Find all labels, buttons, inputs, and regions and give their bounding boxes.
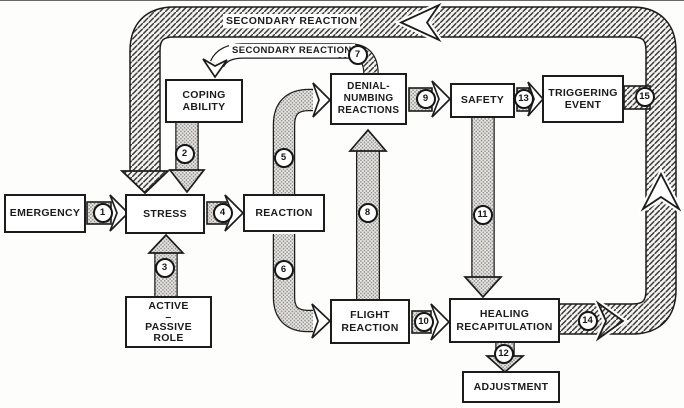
step-circle-10: 10 <box>413 311 434 332</box>
box-adjustment: ADJUSTMENT <box>462 371 560 403</box>
step-circle-8: 8 <box>357 202 378 223</box>
arrow-6-band-reaction-to-flight <box>272 234 332 339</box>
step-circle-1: 1 <box>92 202 113 223</box>
step-circle-2: 2 <box>174 143 195 164</box>
loop-arrowhead-into-stress <box>119 170 171 195</box>
step-circle-13: 13 <box>513 88 534 109</box>
step-circle-14: 14 <box>577 310 598 331</box>
box-healing-recapitulation: HEALING RECAPITULATION <box>449 298 560 343</box>
box-denial-numbing-reactions: DENIAL- NUMBING REACTIONS <box>330 73 407 125</box>
arrow-14-chevron-icon <box>590 294 629 348</box>
box-safety: SAFETY <box>450 83 515 118</box>
step-circle-5: 5 <box>273 147 294 168</box>
step-circle-6: 6 <box>273 259 294 280</box>
step-circle-4: 4 <box>212 202 233 223</box>
secondary-reaction-outer-label: SECONDARY REACTION <box>223 14 361 28</box>
box-stress: STRESS <box>125 194 205 234</box>
step-circle-9: 9 <box>415 88 436 109</box>
arrow-5-band-reaction-to-denial <box>272 82 332 194</box>
box-reaction: REACTION <box>243 194 325 232</box>
box-flight-reaction: FLIGHT REACTION <box>330 299 410 344</box>
box-emergency: EMERGENCY <box>4 194 86 233</box>
box-triggering-event: TRIGGERING EVENT <box>542 75 624 123</box>
step-circle-7: 7 <box>347 44 368 65</box>
step-circle-12: 12 <box>493 343 514 364</box>
box-coping-ability: COPING ABILITY <box>165 79 243 123</box>
arrow-11-band-safety-to-healing <box>463 117 503 299</box>
secondary-reaction-inner-label: SECONDARY REACTION <box>229 44 355 57</box>
loop-chevron-left-icon <box>393 1 448 48</box>
step-circle-11: 11 <box>472 204 493 225</box>
step-circle-3: 3 <box>154 257 175 278</box>
arrow-8-band-flight-to-denial <box>348 128 388 299</box>
step-circle-15: 15 <box>634 86 655 107</box>
loop-chevron-up-icon <box>635 167 684 218</box>
box-active-passive-role: ACTIVE – PASSIVE ROLE <box>125 296 212 348</box>
secondary-reaction-outer-loop-band <box>119 1 684 348</box>
inner-band-arrowhead-into-coping <box>202 58 228 79</box>
